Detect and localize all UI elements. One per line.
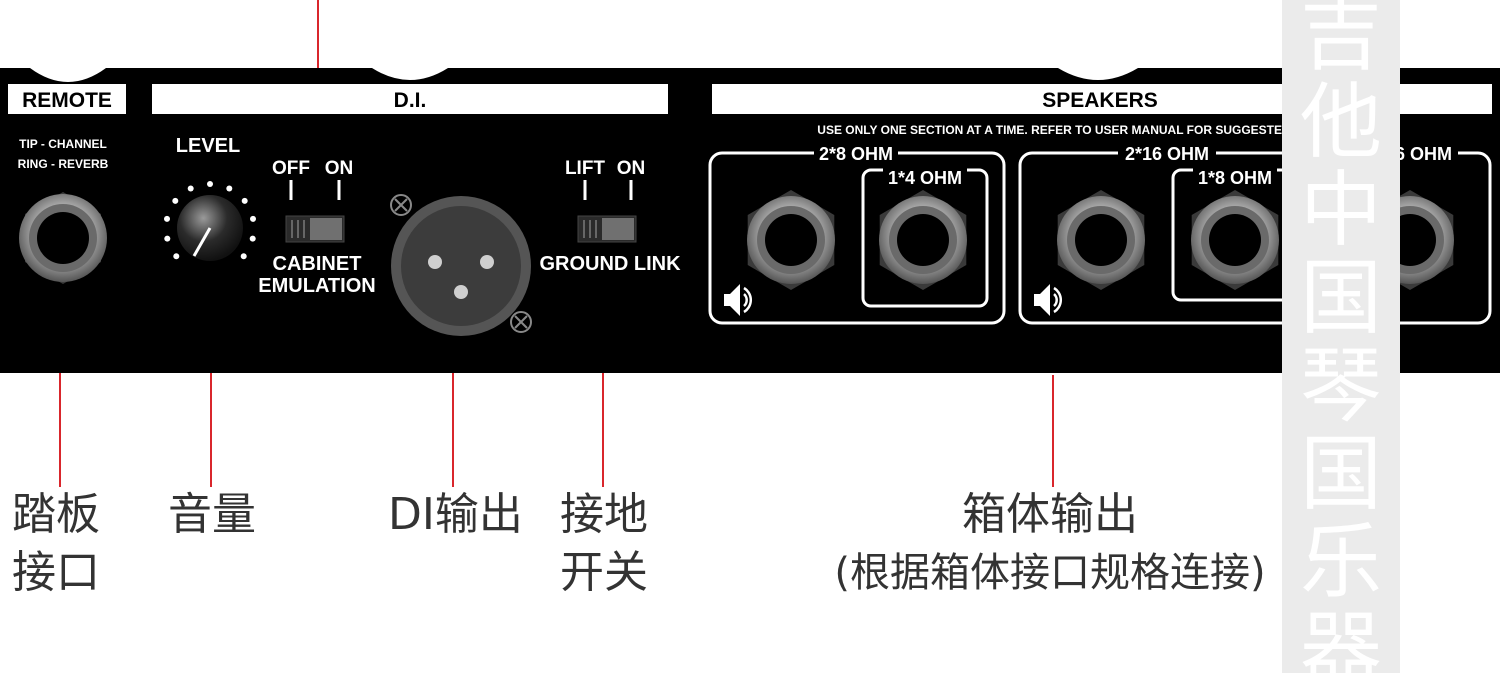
callout-cabinet-line2: (根据箱体接口规格连接) — [834, 550, 1266, 596]
knob-scale-dot — [249, 235, 256, 242]
watermark-char: 中 — [1299, 163, 1382, 258]
callout-cabinet-output: 箱体输出 (根据箱体接口规格连接) — [800, 486, 1300, 602]
remote-tip-label: TIP - CHANNEL — [19, 137, 107, 151]
panel-notch — [1058, 68, 1138, 80]
watermark-char: 器 — [1299, 603, 1382, 673]
panel-notch — [372, 68, 448, 80]
knob-scale-dot — [173, 253, 180, 260]
remote-header-bar — [8, 84, 126, 114]
knob-scale-dot — [164, 215, 170, 222]
watermark-char: 他 — [1299, 75, 1382, 170]
knob-scale-dot — [250, 215, 256, 222]
speaker-output-jack[interactable] — [1057, 190, 1145, 290]
knob-scale-dot — [240, 253, 247, 260]
ground-link-switch[interactable] — [577, 215, 637, 243]
speaker-output-jack[interactable] — [1191, 190, 1279, 290]
remote-header-label: REMOTE — [22, 89, 112, 112]
emulation-label: EMULATION — [258, 275, 375, 297]
label-bg — [814, 143, 898, 163]
panel-notch — [30, 68, 106, 82]
cab-off-label: OFF — [272, 158, 310, 179]
group-label-1x4: 1*4 OHM — [888, 168, 962, 188]
callout-volume: 音量 — [168, 489, 256, 540]
knob-scale-dot — [226, 185, 233, 192]
speaker-output-jack[interactable] — [747, 190, 835, 290]
watermark-strip: 吉他中国琴国乐器 — [1282, 0, 1400, 673]
callout-ground-line2: 开关 — [560, 547, 648, 598]
speakers-usage-note: USE ONLY ONE SECTION AT A TIME. REFER TO… — [817, 123, 1382, 137]
callout-ground: 接地 开关 — [560, 486, 648, 602]
knob-scale-dot — [164, 235, 171, 242]
watermark-char: 国 — [1299, 251, 1382, 346]
speaker-icon — [1034, 284, 1063, 316]
knob-scale-dot — [207, 181, 213, 187]
knob-scale-dot — [172, 197, 179, 204]
callout-pedal-line2: 接口 — [12, 547, 100, 598]
watermark-char: 琴 — [1299, 339, 1382, 434]
label-bg — [883, 160, 967, 180]
ground-link-label: GROUND LINK — [539, 253, 681, 275]
watermark-char: 吉 — [1299, 0, 1382, 82]
di-header-bar — [152, 84, 668, 114]
group-label-2x8: 2*8 OHM — [819, 144, 893, 164]
ground-on-label: ON — [617, 158, 646, 179]
speaker-icon — [724, 284, 753, 316]
cabinet-emulation-switch[interactable] — [285, 215, 345, 243]
group-label-1x8: 1*8 OHM — [1198, 168, 1272, 188]
remote-jack[interactable] — [19, 192, 107, 284]
callout-pedal: 踏板 接口 — [12, 486, 100, 602]
label-bg — [1193, 160, 1277, 180]
level-knob-scale — [164, 181, 256, 260]
mounting-screw-icon — [510, 311, 532, 333]
level-label: LEVEL — [176, 135, 240, 157]
watermark-char: 乐 — [1299, 515, 1382, 610]
group-label-2x16: 2*16 OHM — [1125, 144, 1209, 164]
cabinet-label: CABINET — [273, 253, 362, 275]
xlr-di-output[interactable] — [391, 196, 531, 336]
label-bg — [1118, 143, 1216, 163]
cab-on-label: ON — [325, 158, 354, 179]
speakers-header-label: SPEAKERS — [1042, 89, 1158, 112]
callout-cabinet-line1: 箱体输出 — [962, 489, 1138, 540]
level-knob[interactable] — [177, 195, 243, 261]
di-header-label: D.I. — [394, 89, 427, 112]
knob-scale-dot — [187, 185, 194, 192]
knob-scale-dot — [241, 197, 248, 204]
speaker-output-jack[interactable] — [879, 190, 967, 290]
callout-ground-line1: 接地 — [560, 489, 648, 540]
ground-lift-label: LIFT — [565, 158, 605, 179]
mounting-screw-icon — [390, 194, 412, 216]
remote-ring-label: RING - REVERB — [18, 157, 109, 171]
callout-pedal-line1: 踏板 — [12, 489, 100, 540]
watermark-char: 国 — [1299, 427, 1382, 522]
callout-di-output: DI输出 — [388, 489, 523, 540]
